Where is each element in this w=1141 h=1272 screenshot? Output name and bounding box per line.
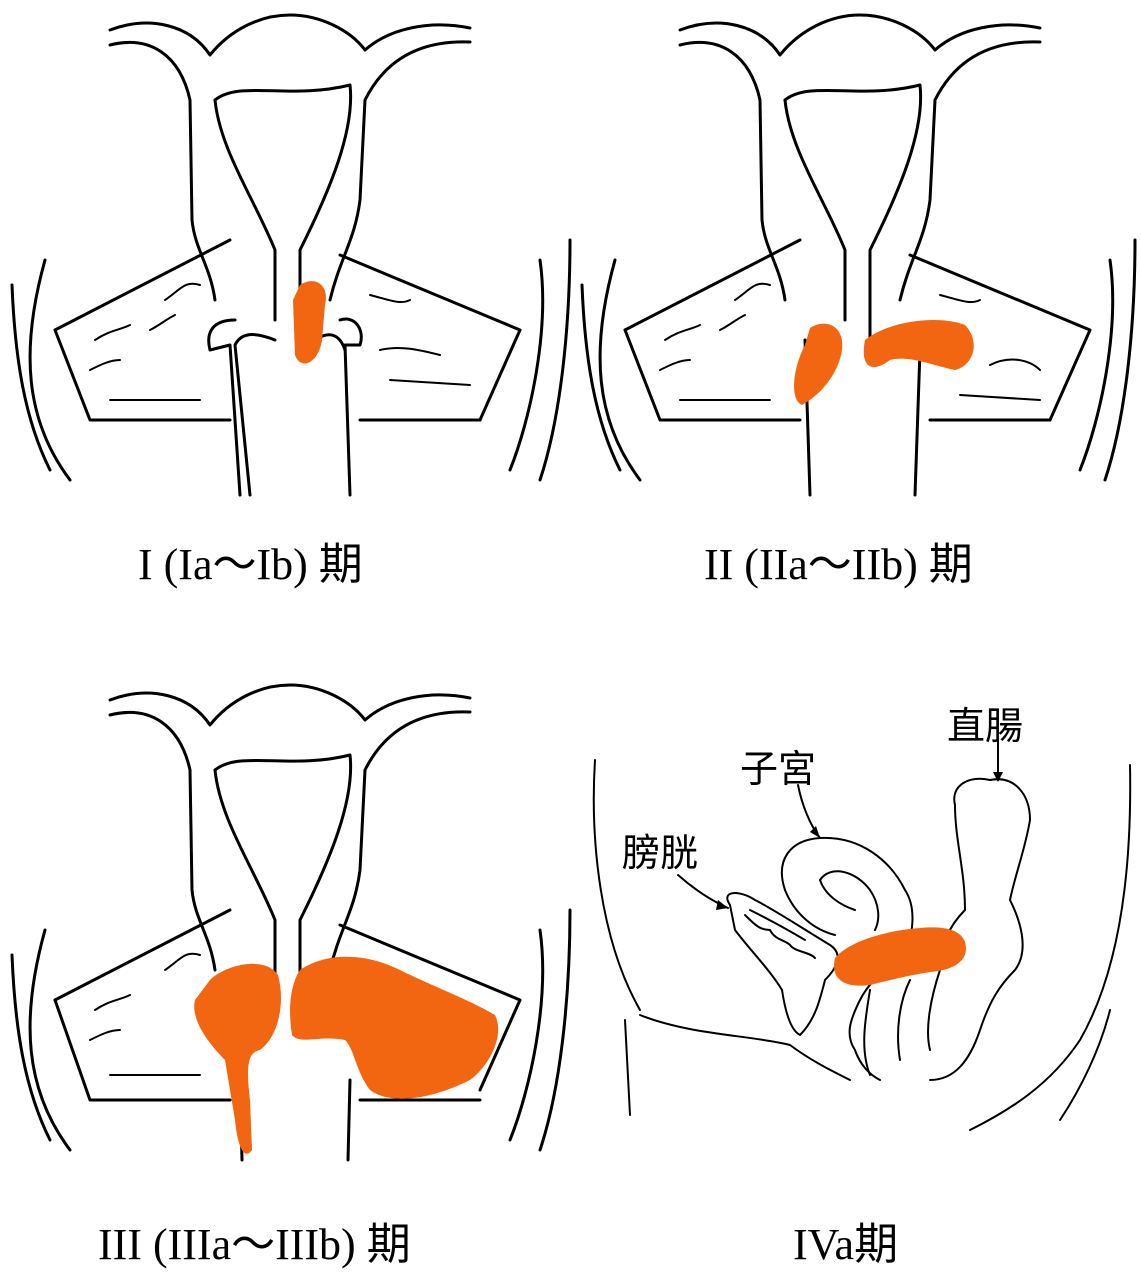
rectum-label: 直腸 <box>947 695 1023 750</box>
uterus-label: 子宮 <box>740 738 816 793</box>
tumor-mass-left <box>794 324 842 405</box>
uterus-outline <box>110 15 470 495</box>
bladder-label: 膀胱 <box>622 822 698 877</box>
tumor-mass <box>834 927 966 985</box>
tumor-mass-left <box>194 964 281 1154</box>
parametrium <box>582 240 1135 480</box>
stage-2-diagram <box>570 0 1141 520</box>
bladder-arrowhead <box>716 900 728 910</box>
bladder-shape <box>727 893 837 1035</box>
stage-3-diagram <box>0 680 570 1170</box>
rectum-arrowhead <box>993 772 1003 782</box>
stage-4a-diagram <box>570 690 1141 1150</box>
tumor-mass <box>293 281 326 363</box>
uterus-outline <box>680 15 1040 495</box>
parametrium <box>12 240 570 480</box>
uterus-arrowhead <box>810 826 820 838</box>
stage-4a-caption: IVa期 <box>793 1208 898 1272</box>
stage-3-caption: III (IIIa～IIIb) 期 <box>98 1208 411 1272</box>
stage-1-caption: I (Ia～Ib) 期 <box>138 528 363 592</box>
stage-1-diagram <box>0 0 570 520</box>
stage-2-caption: II (IIa～IIb) 期 <box>704 528 973 592</box>
